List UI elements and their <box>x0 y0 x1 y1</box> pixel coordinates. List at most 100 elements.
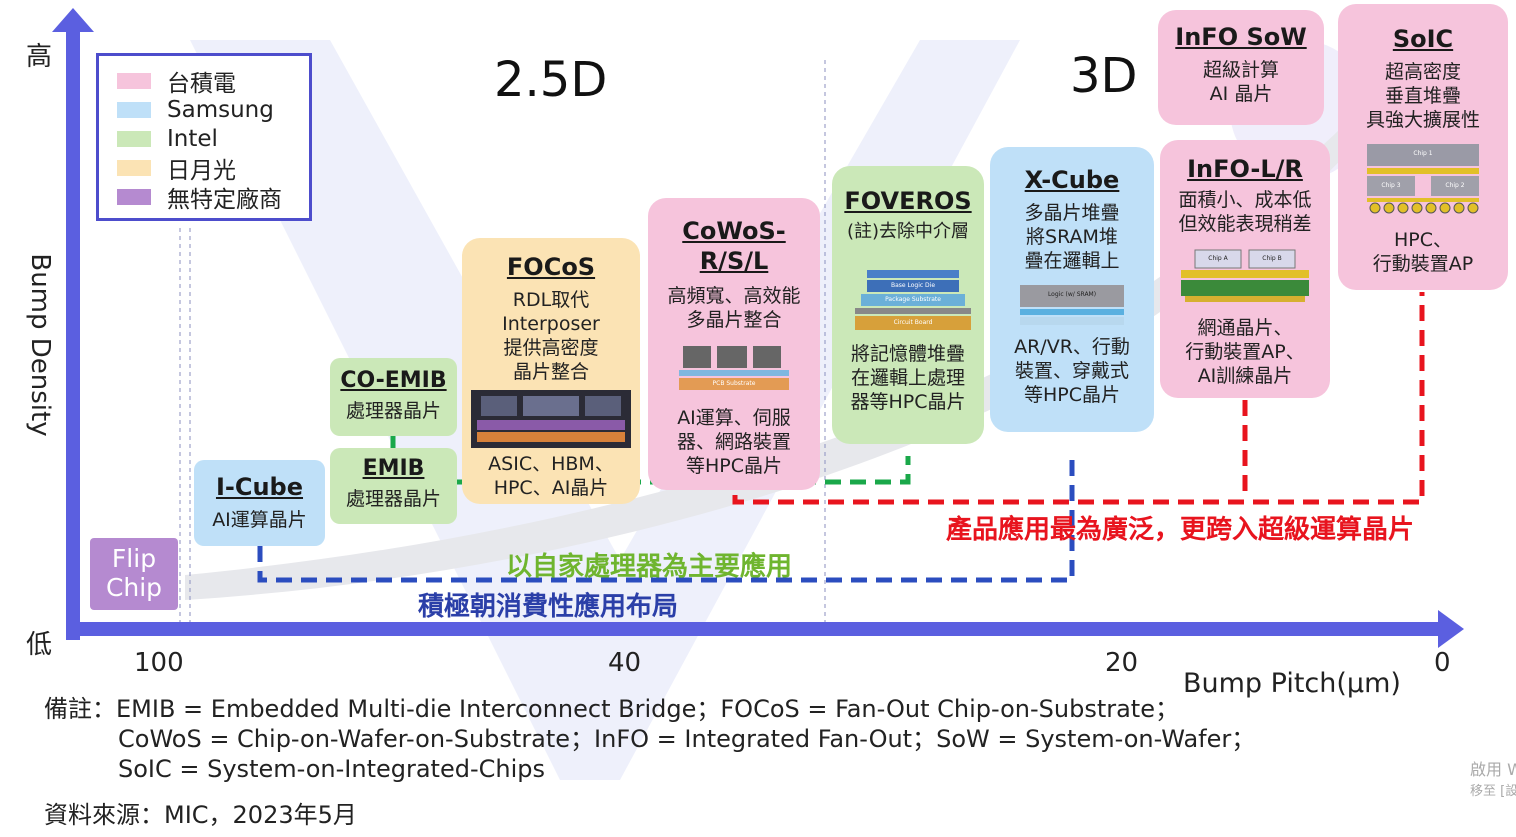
infosow-title: InFO SoW <box>1175 23 1307 51</box>
soic-app-2: 行動裝置AP <box>1372 253 1474 275</box>
soic-img-label-1: Chip 1 <box>1413 150 1433 157</box>
foveros-img-label-1: Base Logic Die <box>890 282 936 289</box>
annotation-tsmc: 產品應用最為廣泛，更跨入超級運算晶片 <box>946 515 1415 545</box>
watermark-line-1: 啟用 W <box>1470 760 1516 779</box>
legend-label: 無特定廠商 <box>167 186 282 213</box>
package-flip-chip: Flip Chip <box>90 538 178 610</box>
package-cowos: CoWoS- R/S/L 高頻寬、高效能 多晶片整合 PCB Substrate… <box>648 198 820 490</box>
legend-item-ase: 日月光 <box>117 153 309 184</box>
xcube-desc-3: 疊在邏輯上 <box>1024 250 1120 272</box>
infol-app-2: 行動裝置AP、 <box>1185 341 1305 363</box>
soic-title: SoIC <box>1392 25 1454 53</box>
infol-img-label-1: Chip A <box>1208 255 1228 262</box>
annotation-samsung: 積極朝消費性應用布局 <box>418 592 679 622</box>
flip-chip-title-2: Chip <box>105 573 163 602</box>
package-emib: EMIB 處理器晶片 <box>330 448 457 524</box>
heading-3d: 3D <box>1070 48 1138 104</box>
icube-title: I-Cube <box>215 473 304 501</box>
cowos-title-2: R/S/L <box>699 247 769 275</box>
soic-diagram-image: Chip 1 Chip 3 Chip 2 <box>1367 144 1479 214</box>
legend-item-tsmc: 台積電 <box>117 66 309 97</box>
package-soic: SoIC 超高密度 垂直堆疊 具強大擴展性 Chip 1 Chip 3 Chip… <box>1338 4 1508 290</box>
xcube-desc-2: 將SRAM堆 <box>1026 226 1118 248</box>
legend-label: Intel <box>167 125 218 152</box>
xcube-app-3: 等HPC晶片 <box>1023 384 1120 406</box>
legend: 台積電 Samsung Intel 日月光 無特定廠商 <box>96 53 312 221</box>
xcube-app-1: AR/VR、行動 <box>1014 336 1130 358</box>
cowos-img-label: PCB Substrate <box>712 380 756 387</box>
focos-desc-1: RDL取代 <box>512 289 590 311</box>
coemib-desc: 處理器晶片 <box>345 400 441 422</box>
x-axis-arrowhead <box>1438 610 1464 648</box>
xcube-app-2: 裝置、穿戴式 <box>1014 360 1129 382</box>
soic-app-1: HPC、 <box>1393 229 1452 251</box>
coemib-title: CO-EMIB <box>340 368 447 393</box>
package-info-sow: InFO SoW 超級計算 AI 晶片 <box>1158 10 1324 125</box>
legend-swatch <box>117 72 151 89</box>
foveros-desc: (註)去除中介層 <box>846 221 970 242</box>
legend-label: Samsung <box>167 96 274 123</box>
cowos-title-1: CoWoS- <box>682 217 786 245</box>
legend-item-intel: Intel <box>117 124 309 153</box>
soic-desc-2: 垂直堆疊 <box>1384 85 1461 107</box>
package-foveros: FOVEROS (註)去除中介層 Base Logic Die Package … <box>832 166 984 444</box>
legend-item-none: 無特定廠商 <box>117 182 309 213</box>
note-line-2: CoWoS = Chip-on-Wafer-on-Substrate；InFO … <box>118 725 1256 753</box>
infol-img-label-2: Chip B <box>1262 255 1282 262</box>
legend-label: 日月光 <box>167 157 236 184</box>
cowos-app-3: 等HPC晶片 <box>685 455 782 477</box>
flip-chip-title-1: Flip <box>111 544 157 573</box>
focos-app-1: ASIC、HBM、 <box>488 453 614 475</box>
xcube-title: X-Cube <box>1024 166 1120 194</box>
x-tick-100: 100 <box>134 648 184 678</box>
foveros-diagram-image: Base Logic Die Package Substrate Circuit… <box>845 262 971 334</box>
package-focos: FOCoS RDL取代 Interposer 提供高密度 晶片整合 ASIC、H… <box>462 238 640 504</box>
foveros-img-label-2: Package Substrate <box>885 296 941 303</box>
focos-desc-2: Interposer <box>502 313 600 335</box>
infosow-desc-2: AI 晶片 <box>1209 83 1273 105</box>
watermark-v-shape <box>190 40 1020 780</box>
legend-swatch <box>117 159 151 176</box>
heading-2-5d: 2.5D <box>494 52 608 108</box>
y-axis-high-label: 高 <box>26 42 53 72</box>
soic-desc-3: 具強大擴展性 <box>1365 109 1480 131</box>
package-xcube: X-Cube 多晶片堆疊 將SRAM堆 疊在邏輯上 Logic (w/ SRAM… <box>990 147 1154 432</box>
emib-title: EMIB <box>362 456 425 481</box>
cowos-app-1: AI運算、伺服 <box>677 407 791 429</box>
focos-diagram-image <box>471 390 631 448</box>
infol-desc-2: 但效能表現稍差 <box>1178 213 1312 235</box>
x-tick-20: 20 <box>1105 648 1139 678</box>
foveros-app-2: 在邏輯上處理 <box>850 367 965 389</box>
soic-desc-1: 超高密度 <box>1384 61 1461 83</box>
soic-img-label-3: Chip 2 <box>1445 182 1465 189</box>
cowos-diagram-image: PCB Substrate <box>679 342 789 396</box>
package-info-lr: InFO-L/R 面積小、成本低 但效能表現稍差 Chip A Chip B 網… <box>1160 140 1330 398</box>
infol-diagram-image: Chip A Chip B <box>1177 248 1313 304</box>
infol-desc-1: 面積小、成本低 <box>1178 189 1312 211</box>
y-axis-title: Bump Density <box>25 253 55 437</box>
xcube-desc-1: 多晶片堆疊 <box>1024 202 1120 224</box>
watermark-line-2: 移至 [設 <box>1470 784 1516 799</box>
source-note: 資料來源：MIC，2023年5月 <box>44 801 357 829</box>
icube-desc: AI運算晶片 <box>212 509 307 531</box>
y-axis-arrowhead <box>52 8 94 32</box>
xcube-diagram-image: Logic (w/ SRAM) <box>1020 283 1124 327</box>
soic-img-label-2: Chip 3 <box>1381 182 1401 189</box>
cowos-app-2: 器、網路裝置 <box>676 431 791 453</box>
focos-app-2: HPC、AI晶片 <box>493 477 609 499</box>
legend-swatch <box>117 188 151 205</box>
package-icube: I-Cube AI運算晶片 <box>194 460 325 546</box>
infol-app-1: 網通晶片、 <box>1197 317 1293 339</box>
focos-desc-4: 晶片整合 <box>512 361 589 383</box>
legend-label: 台積電 <box>167 70 236 97</box>
foveros-title: FOVEROS <box>844 187 972 215</box>
x-axis-title: Bump Pitch(μm) <box>1183 668 1401 699</box>
infol-title: InFO-L/R <box>1187 155 1303 183</box>
infosow-desc-1: 超級計算 <box>1202 59 1279 81</box>
y-axis <box>66 28 80 640</box>
note-line-3: SoIC = System-on-Integrated-Chips <box>118 755 545 783</box>
y-axis-low-label: 低 <box>26 630 53 660</box>
legend-swatch <box>117 130 151 147</box>
legend-item-samsung: Samsung <box>117 95 309 124</box>
cowos-desc-1: 高頻寬、高效能 <box>667 285 801 307</box>
